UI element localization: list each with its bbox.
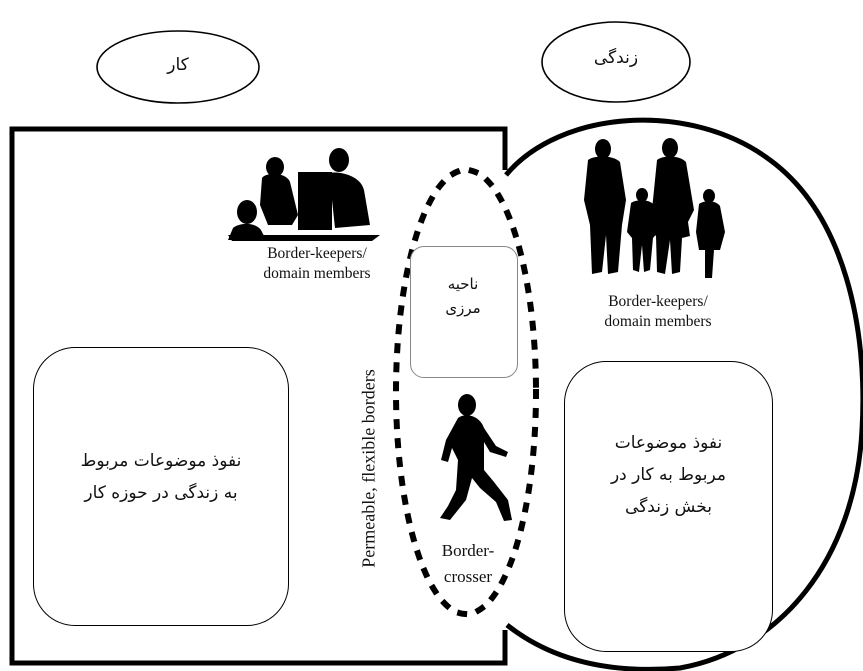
permeable-border-dotted xyxy=(393,167,539,617)
border-zone-box xyxy=(410,246,518,378)
border-crosser-label: Border- crosser xyxy=(441,541,495,586)
permeable-borders-label: Permeable, flexible borders xyxy=(358,369,379,568)
life-domain-arc xyxy=(504,117,863,671)
work-title: کار xyxy=(167,55,189,75)
family-silhouette-icon xyxy=(584,138,725,278)
work-influence-box xyxy=(33,347,289,626)
life-influence-box xyxy=(564,361,773,652)
work-domain-frame xyxy=(9,126,508,666)
office-people-icon xyxy=(228,148,380,241)
work-title-oval xyxy=(96,30,260,104)
work-influence-text: نفوذ موضوعات مربوط به زندگی در حوزه کار xyxy=(80,451,242,503)
border-zone-label: ناحیه مرزی xyxy=(445,275,481,317)
life-title-oval xyxy=(541,21,691,103)
work-keepers-label: Border-keepers/ domain members xyxy=(263,245,371,282)
life-influence-text: نفوذ موضوعات مربوط به کار در بخش زندگی xyxy=(610,433,727,517)
life-keepers-label: Border-keepers/ domain members xyxy=(604,293,712,330)
walking-person-icon xyxy=(440,394,512,521)
life-title: زندگی xyxy=(593,48,639,68)
